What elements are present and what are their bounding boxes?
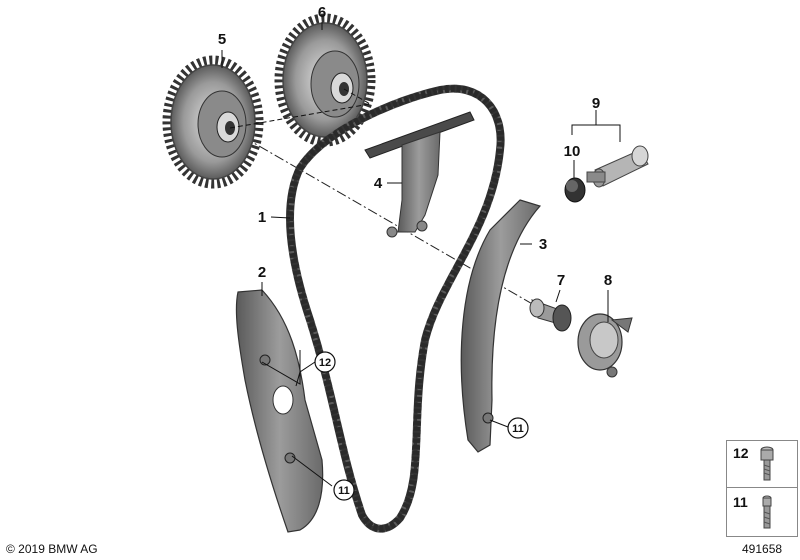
circled-callout-11-rail3: 11 <box>507 417 529 439</box>
legend-number: 11 <box>733 494 748 510</box>
circled-callout-11-rail2: 11 <box>333 479 355 501</box>
central-valve-7 <box>529 298 572 332</box>
svg-text:12: 12 <box>319 357 331 369</box>
copyright-text: © 2019 BMW AG <box>6 542 98 556</box>
center-line <box>227 127 561 321</box>
callout-7: 7 <box>557 272 565 289</box>
circled-callout-12: 12 <box>314 351 336 373</box>
guide-rail-4 <box>364 111 475 238</box>
callout-2: 2 <box>258 264 266 281</box>
bolt-icon <box>762 495 772 529</box>
legend-item-12: 12 <box>726 440 798 488</box>
legend-item-11: 11 <box>726 487 798 537</box>
guide-rail-2 <box>235 289 324 533</box>
callout-3: 3 <box>539 236 547 253</box>
callout-6: 6 <box>318 4 326 21</box>
callout-8: 8 <box>604 272 612 289</box>
svg-text:11: 11 <box>512 423 524 435</box>
callout-5: 5 <box>218 31 226 48</box>
callout-4: 4 <box>374 175 383 192</box>
sprocket-leader <box>229 88 371 129</box>
callout-10: 10 <box>564 143 581 160</box>
chain-tensioner-9 <box>586 145 649 188</box>
chain-links <box>286 85 505 532</box>
svg-text:11: 11 <box>338 485 350 497</box>
leader-lines <box>221 22 621 487</box>
document-number: 491658 <box>742 542 783 556</box>
sprocket-5 <box>162 55 264 189</box>
sealing-ring-10 <box>564 177 586 203</box>
actuator-8 <box>577 313 633 378</box>
callout-1: 1 <box>258 209 266 226</box>
legend-number: 12 <box>733 445 749 461</box>
bolt-icon <box>760 446 774 481</box>
callout-9: 9 <box>592 95 600 112</box>
